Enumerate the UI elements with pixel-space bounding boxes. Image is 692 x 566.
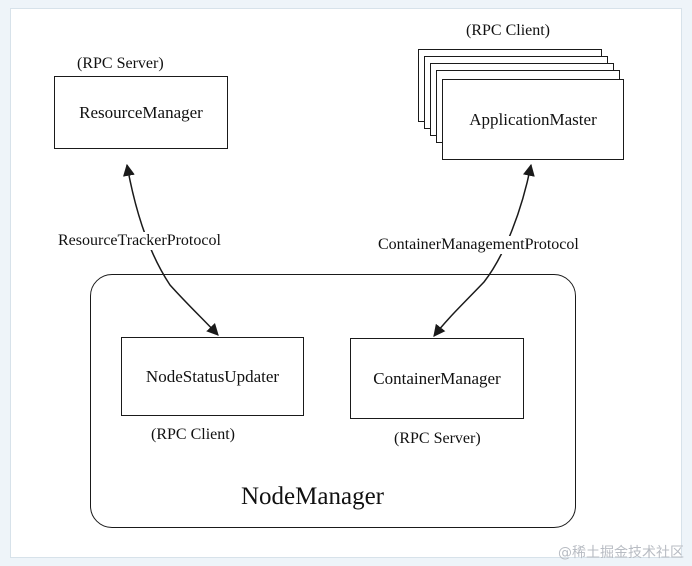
resource-tracker-protocol-label: ResourceTrackerProtocol (56, 232, 223, 250)
node-status-updater-box: NodeStatusUpdater (121, 337, 304, 416)
resource-manager-role: (RPC Server) (77, 55, 164, 72)
node-manager-container (90, 274, 576, 528)
resource-manager-box: ResourceManager (54, 76, 228, 149)
node-status-updater-role: (RPC Client) (151, 426, 236, 443)
application-master-role: (RPC Client) (466, 22, 551, 39)
application-master-label: ApplicationMaster (469, 109, 597, 129)
container-manager-role: (RPC Server) (394, 430, 481, 447)
container-manager-box: ContainerManager (350, 338, 524, 419)
node-manager-title: NodeManager (241, 483, 384, 510)
container-manager-label: ContainerManager (373, 368, 501, 388)
container-management-protocol-label: ContainerManagementProtocol (376, 236, 581, 254)
node-status-updater-label: NodeStatusUpdater (145, 366, 280, 386)
watermark-text: @稀土掘金技术社区 (558, 545, 684, 561)
application-master-box: ApplicationMaster (442, 79, 624, 160)
resource-manager-label: ResourceManager (79, 102, 203, 122)
